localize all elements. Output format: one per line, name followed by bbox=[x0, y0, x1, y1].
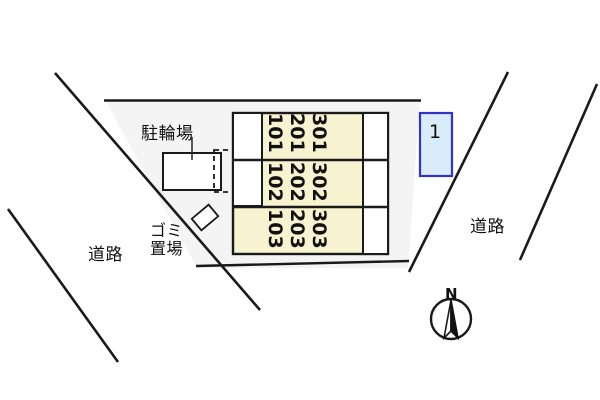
parking-space-1-shape[interactable] bbox=[418, 111, 454, 178]
compass-north-label: N bbox=[445, 285, 458, 303]
unit-label-303: 303 bbox=[308, 209, 330, 249]
parking-space-1-number: 1 bbox=[429, 121, 442, 143]
unit-label-203: 203 bbox=[286, 209, 308, 249]
unit-label-201: 201 bbox=[286, 113, 308, 153]
unit-label-302: 302 bbox=[308, 162, 330, 202]
bicycle-parking-dashed-annex bbox=[213, 149, 237, 193]
road-edge-right-outer bbox=[518, 83, 599, 261]
road-label-left: 道路 bbox=[88, 245, 123, 265]
garbage-area-label: ゴミ 置場 bbox=[150, 221, 184, 258]
unit-label-202: 202 bbox=[286, 162, 308, 202]
building-right-balcony-column bbox=[363, 114, 387, 253]
road-edge-right-inner bbox=[407, 71, 510, 273]
compass-rose bbox=[429, 297, 473, 341]
garbage-area-icon bbox=[190, 203, 220, 232]
bicycle-parking-label: 駐輪場 bbox=[141, 124, 194, 144]
unit-label-101: 101 bbox=[264, 113, 286, 153]
unit-label-301: 301 bbox=[308, 113, 330, 153]
road-edge-lower-left bbox=[6, 208, 120, 363]
unit-label-103: 103 bbox=[264, 209, 286, 249]
road-label-right: 道路 bbox=[470, 217, 505, 237]
site-boundary-bottom bbox=[195, 259, 410, 268]
unit-label-102: 102 bbox=[264, 162, 286, 202]
road-edge-upper-left bbox=[54, 72, 261, 311]
